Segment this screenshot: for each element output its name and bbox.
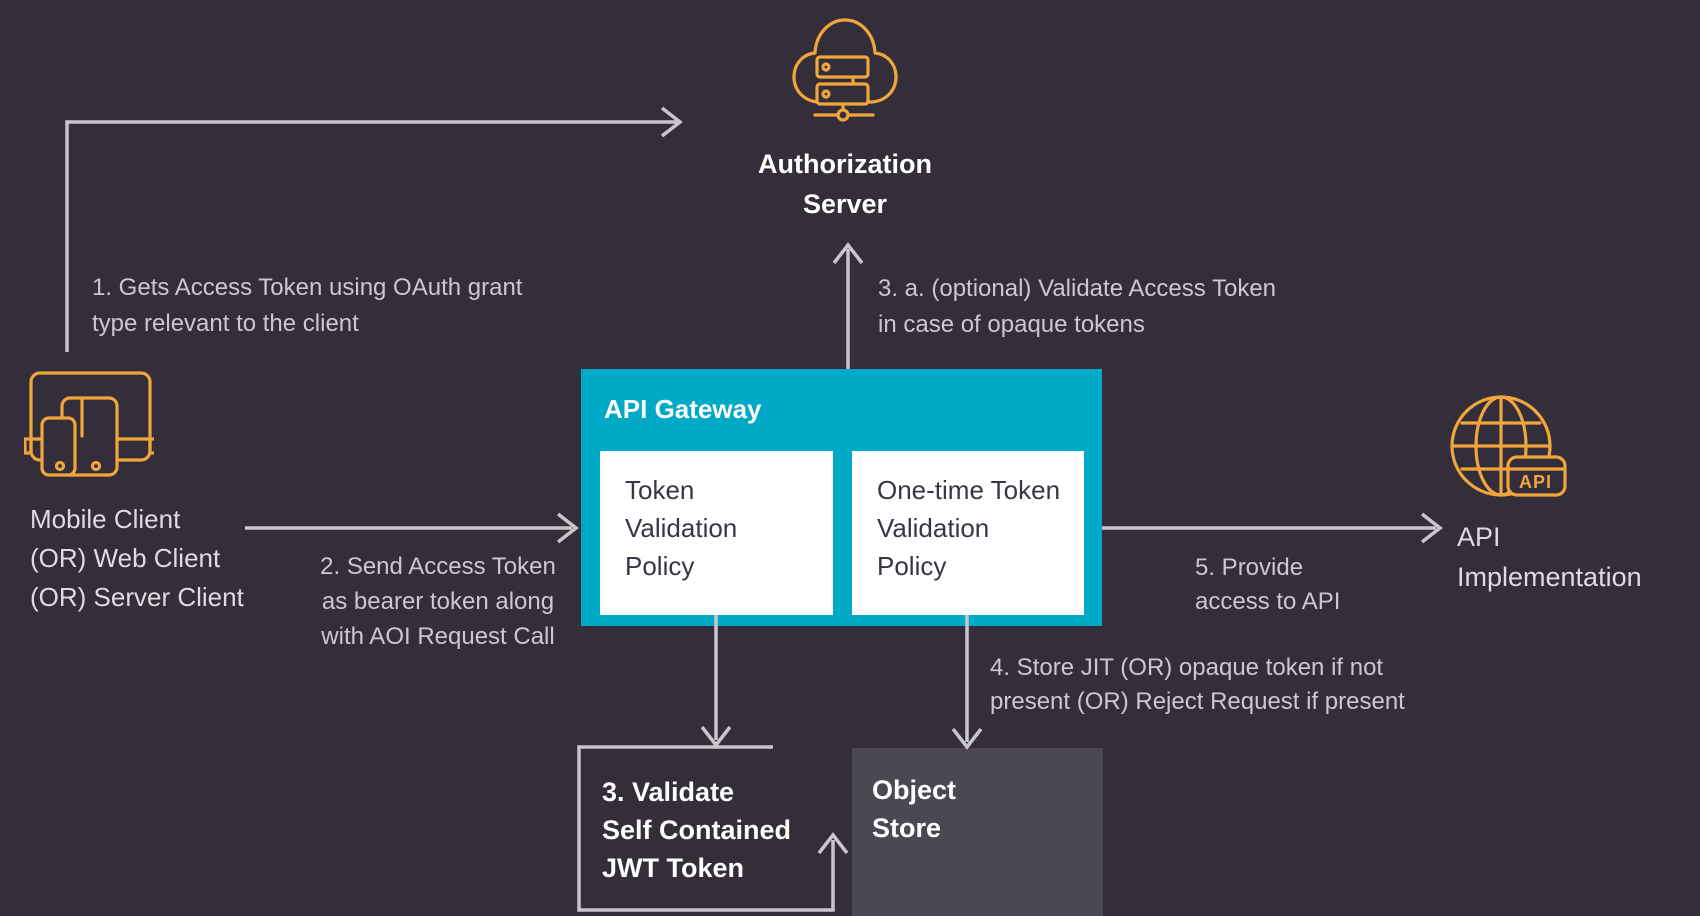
api-gateway-box: API Gateway Token Validation Policy One-… (581, 369, 1102, 626)
one-time-token-validation-policy-box: One-time Token Validation Policy (852, 451, 1084, 615)
arrow-step3a-validate-token (832, 242, 864, 369)
token-validation-policy-box: Token Validation Policy (600, 451, 833, 615)
object-store-label: Object Store (872, 775, 957, 843)
api-badge-label: API (1519, 472, 1552, 492)
object-store-box: Object Store (852, 748, 1103, 916)
jwt-validation-label: 3. Validate Self Contained JWT Token (602, 777, 792, 883)
step4-annotation: 4. Store JIT (OR) opaque token if not pr… (990, 654, 1405, 715)
api-gateway-title: API Gateway (604, 394, 762, 424)
arrow-step5-provide-access (1102, 512, 1443, 544)
arrow-token-policy-to-jwt (700, 615, 732, 748)
token-validation-policy-label: Token Validation Policy (625, 475, 738, 581)
step5-annotation: 5. Provide access to API (1195, 554, 1341, 615)
step3a-annotation: 3. a. (optional) Validate Access Token i… (878, 275, 1277, 338)
globe-api-icon: API (1450, 395, 1567, 497)
step1-annotation: 1. Gets Access Token using OAuth grant t… (92, 274, 523, 337)
client-label: Mobile Client (OR) Web Client (OR) Serve… (30, 504, 244, 612)
step2-annotation: 2. Send Access Token as bearer token alo… (320, 553, 556, 650)
cloud-server-icon (792, 18, 898, 122)
api-implementation-label: API Implementation (1457, 522, 1642, 592)
arrow-step2-send-token (245, 512, 579, 544)
devices-icon (24, 371, 154, 477)
arrow-step4-store-token (951, 615, 983, 750)
authorization-server-label: Authorization Server (758, 149, 932, 219)
one-time-token-validation-policy-label: One-time Token Validation Policy (877, 475, 1061, 581)
